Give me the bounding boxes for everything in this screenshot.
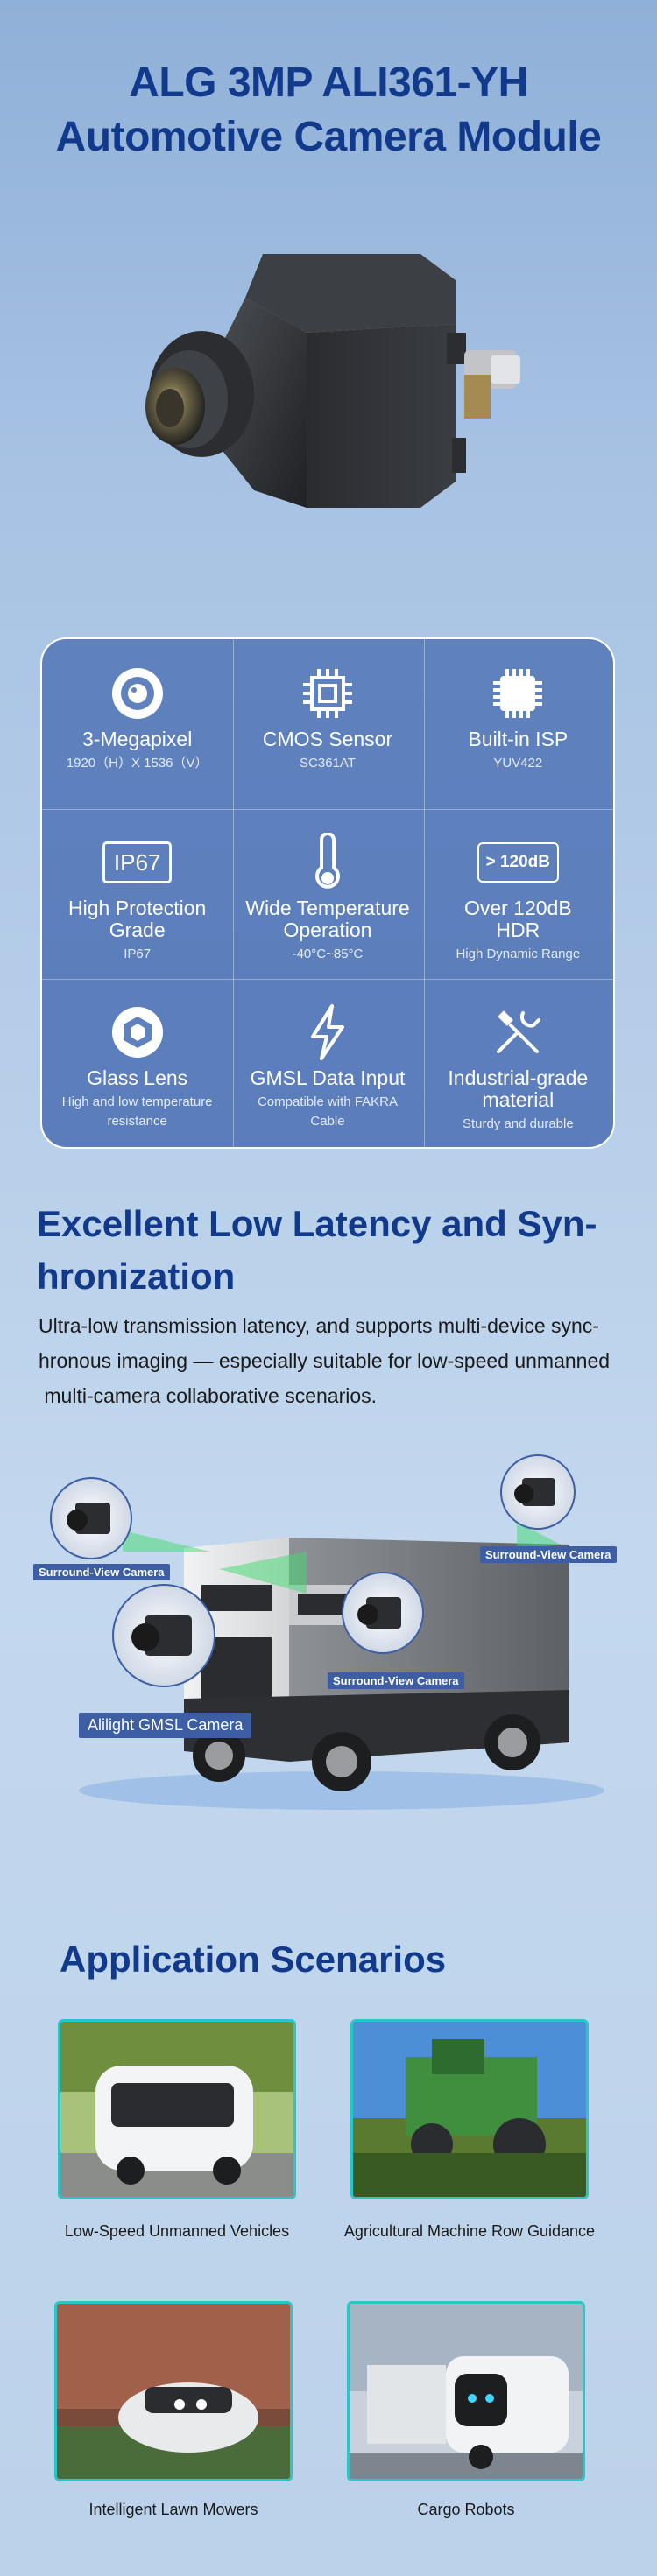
spec-item-material: Industrial-grade material Sturdy and dur… xyxy=(423,978,613,1147)
spec-name: 3-Megapixel xyxy=(82,728,193,750)
spec-sub: Sturdy and durable xyxy=(462,1116,574,1131)
spec-sub: YUV422 xyxy=(493,756,543,771)
latency-para-line2: hronous imaging — especially suitable fo… xyxy=(39,1349,611,1372)
ip67-badge-icon: IP67 xyxy=(102,833,173,892)
spec-item-gmsl: GMSL Data Input Compatible with FAKRA Ca… xyxy=(232,978,422,1147)
spec-item-protection: IP67 High Protection Grade IP67 xyxy=(42,808,232,977)
spec-sub: IP67 xyxy=(124,947,152,962)
wrench-screwdriver-icon xyxy=(491,1003,544,1062)
spec-name: CMOS Sensor xyxy=(262,728,393,750)
camera-module-image xyxy=(145,254,520,508)
surround-view-camera-label-right: Surround-View Camera xyxy=(480,1546,617,1563)
surround-view-camera-label-left: Surround-View Camera xyxy=(33,1564,170,1580)
spec-sub: Compatible with FAKRA Cable xyxy=(257,1094,399,1129)
vehicle-camera-illustration: Surround-View Camera Surround-View Camer… xyxy=(26,1453,639,1821)
ip67-badge-text: IP67 xyxy=(102,841,173,884)
app-caption: Intelligent Lawn Mowers xyxy=(88,2501,258,2518)
spec-name: Wide Temperature Operation xyxy=(245,897,410,942)
applications-heading: Application Scenarios xyxy=(60,1939,447,1980)
app-caption: Low-Speed Unmanned Vehicles xyxy=(64,2222,290,2240)
spec-name: Built-in ISP xyxy=(468,728,569,750)
spec-item-megapixel: 3-Megapixel 1920（H）X 1536（V） xyxy=(42,639,232,808)
unmanned-vehicle-image xyxy=(50,1454,604,1810)
hdr-badge-icon: > 120dB xyxy=(477,833,560,892)
surround-view-camera-label-mid: Surround-View Camera xyxy=(328,1672,464,1689)
spec-name: High Protection Grade xyxy=(68,897,207,942)
spec-item-hdr: > 120dB Over 120dB HDR High Dynamic Rang… xyxy=(423,808,613,977)
spec-sub: 1920（H）X 1536（V） xyxy=(66,756,208,771)
spec-name: Over 120dB HDR xyxy=(463,897,572,942)
spec-name: Industrial-grade material xyxy=(448,1066,589,1111)
spec-sub: High Dynamic Range xyxy=(456,947,581,962)
latency-heading-line2: hronization xyxy=(37,1256,236,1297)
app-photo-agricultural xyxy=(350,2019,589,2199)
app-photo-lawn-mower xyxy=(54,2301,293,2481)
cpu-chip-icon xyxy=(300,664,356,723)
spec-name: Glass Lens xyxy=(87,1066,188,1089)
latency-description: Ultra-low transmission latency, and supp… xyxy=(39,1308,625,1413)
gmsl-camera-label: Alilight GMSL Camera xyxy=(79,1713,252,1738)
spec-item-isp: Built-in ISP YUV422 xyxy=(423,639,613,808)
lightning-icon xyxy=(306,1003,350,1062)
page-title-line2: Automotive Camera Module xyxy=(55,114,602,160)
spec-name: GMSL Data Input xyxy=(250,1066,406,1089)
spec-item-glass-lens: Glass Lens High and low temperature resi… xyxy=(42,978,232,1147)
hexagon-lens-icon xyxy=(110,1003,166,1062)
latency-para-line1: Ultra-low transmission latency, and supp… xyxy=(39,1314,599,1337)
spec-item-temperature: Wide Temperature Operation -40°C~85°C xyxy=(232,808,422,977)
app-photo-unmanned-vehicle xyxy=(58,2019,296,2199)
latency-para-line3: multi-camera collaborative scenarios. xyxy=(39,1384,378,1407)
thermometer-icon xyxy=(310,833,345,892)
spec-sub: -40°C~85°C xyxy=(292,947,364,962)
spec-item-cmos: CMOS Sensor SC361AT xyxy=(232,639,422,808)
aperture-icon xyxy=(110,664,166,723)
app-caption: Cargo Robots xyxy=(417,2501,515,2518)
hdr-badge-text: > 120dB xyxy=(477,842,560,883)
app-photo-cargo-robot xyxy=(347,2301,585,2481)
latency-heading-line1: Excellent Low Latency and Syn- xyxy=(37,1203,597,1244)
app-caption: Agricultural Machine Row Guidance xyxy=(343,2222,596,2240)
spec-sub: SC361AT xyxy=(300,756,356,771)
spec-sub: High and low temperature resistance xyxy=(61,1094,213,1129)
page-title-line1: ALG 3MP ALI361-YH xyxy=(129,60,528,106)
spec-panel: 3-Megapixel 1920（H）X 1536（V） CMOS Sensor… xyxy=(40,637,615,1149)
chip-icon xyxy=(490,664,546,723)
